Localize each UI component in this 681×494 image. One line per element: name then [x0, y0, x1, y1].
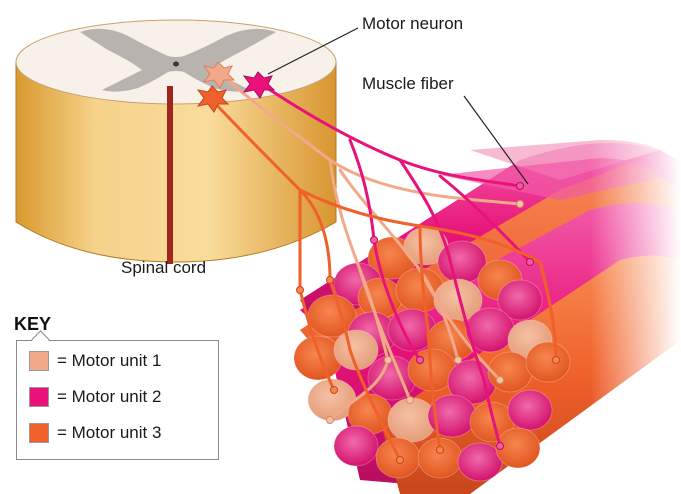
key-title: KEY: [14, 314, 51, 335]
central-canal: [173, 62, 179, 67]
key-label-motor-unit-2: = Motor unit 2: [57, 387, 161, 407]
anterior-median-fissure: [167, 86, 173, 264]
key-swatch-motor-unit-3: [29, 423, 49, 443]
spinal-cord-segment: [16, 20, 336, 264]
key-legend: = Motor unit 1 = Motor unit 2 = Motor un…: [16, 340, 219, 460]
key-item-motor-unit-1: = Motor unit 1: [29, 351, 161, 371]
key-label-motor-unit-3: = Motor unit 3: [57, 423, 161, 443]
key-item-motor-unit-2: = Motor unit 2: [29, 387, 161, 407]
key-item-motor-unit-3: = Motor unit 3: [29, 423, 161, 443]
motor-neuron-label: Motor neuron: [362, 14, 463, 34]
muscle-fiber-bundle: [294, 120, 681, 494]
muscle-fiber-label: Muscle fiber: [362, 74, 454, 94]
spinal-cord-label: Spinal cord: [121, 258, 206, 278]
key-swatch-motor-unit-2: [29, 387, 49, 407]
key-label-motor-unit-1: = Motor unit 1: [57, 351, 161, 371]
key-swatch-motor-unit-1: [29, 351, 49, 371]
